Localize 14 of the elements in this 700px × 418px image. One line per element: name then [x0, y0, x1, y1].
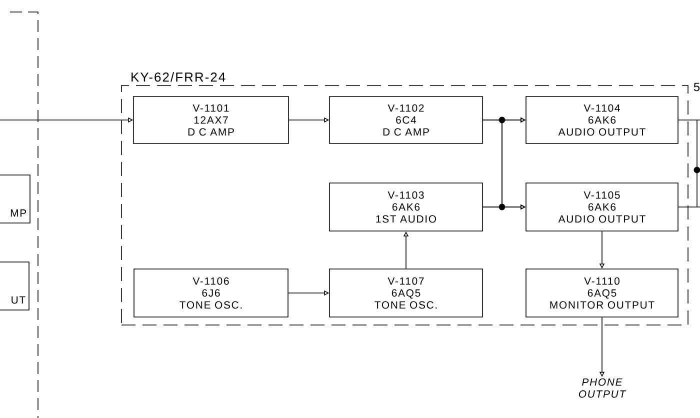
tube-box: V-1106 6J6 TONE OSC.	[134, 268, 288, 318]
tube-box: V-1105 6AK6 AUDIO OUTPUT	[526, 182, 678, 232]
tube-box: V-1102 6C4 D C AMP	[329, 96, 483, 144]
tube-box: V-1101 12AX7 D C AMP	[133, 96, 289, 144]
connector	[678, 206, 700, 208]
sheet-number: 5	[694, 82, 700, 92]
output-label: PHONE OUTPUT	[578, 378, 626, 398]
tube-box: V-1107 6AQ5 TONE OSC.	[329, 268, 483, 318]
group-title: KY-62/FRR-24	[132, 72, 226, 82]
cut-off-box: MP	[0, 174, 30, 224]
tube-box: V-1103 6AK6 1ST AUDIO	[329, 182, 483, 232]
tube-box: V-1110 6AQ5 MONITOR OUTPUT	[526, 268, 678, 318]
cut-off-box: UT	[0, 262, 30, 310]
tube-box: V-1104 6AK6 AUDIO OUTPUT	[526, 96, 678, 144]
